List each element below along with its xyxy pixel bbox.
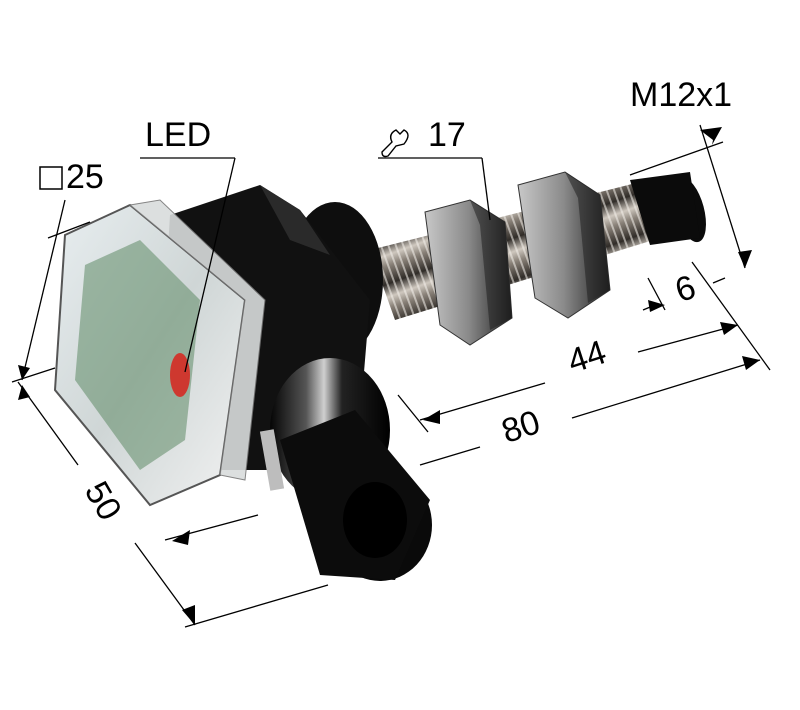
hex-nut-1 (424, 199, 513, 346)
led-label: LED (145, 116, 212, 154)
hex-nut-2 (517, 171, 611, 319)
dimension-arrows (18, 127, 760, 625)
wrench-size-label: 17 (428, 116, 466, 154)
led-indicator (170, 353, 190, 397)
thread-label: M12x1 (630, 76, 733, 114)
cable-gland (259, 358, 432, 581)
square-size-label: 25 (66, 158, 104, 196)
square-icon (39, 166, 63, 190)
sensor-lens (53, 199, 266, 507)
wrench-icon (381, 129, 409, 158)
